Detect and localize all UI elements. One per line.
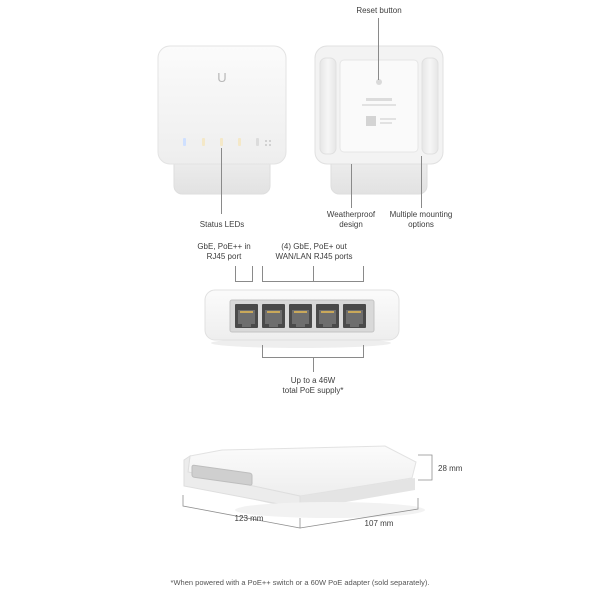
perspective-shadow <box>235 502 425 518</box>
status-led <box>220 138 223 146</box>
status-leds-label: Status LEDs <box>199 220 245 229</box>
rj45-port-socket <box>238 310 255 327</box>
output-ports-line-1: (4) GbE, PoE+ out <box>281 242 347 251</box>
reset-button-hole <box>376 79 382 85</box>
output-ports-label: (4) GbE, PoE+ out WAN/LAN RJ45 ports <box>264 242 364 262</box>
weatherproof-label: Weatherproof design <box>310 210 392 230</box>
poe-bracket-v1 <box>262 345 263 357</box>
status-dot <box>265 144 267 146</box>
reset-leader <box>378 18 379 80</box>
output-bracket-h <box>262 281 364 282</box>
perspective-view-device <box>183 445 425 518</box>
rj45-ports <box>235 304 366 328</box>
status-led <box>183 138 186 146</box>
label-text-block <box>380 118 396 120</box>
output-ports-line-2: WAN/LAN RJ45 ports <box>275 252 353 261</box>
rj45-port-pins <box>321 311 334 313</box>
port-view-device <box>204 289 400 348</box>
mount-rail-left <box>319 57 337 155</box>
poe-bracket-stem <box>313 357 314 372</box>
mounting-leader <box>421 156 422 208</box>
back-view-device <box>314 45 444 195</box>
status-led-row <box>183 138 271 146</box>
height-guide <box>418 454 433 481</box>
status-dot <box>269 144 271 146</box>
input-bracket-v2 <box>252 266 253 281</box>
front-face <box>157 45 287 165</box>
poe-bracket-v2 <box>363 345 364 357</box>
weatherproof-line-1: Weatherproof <box>326 210 376 219</box>
rj45-port-socket <box>292 310 309 327</box>
input-bracket-h <box>235 281 253 282</box>
status-leds-leader <box>221 148 222 214</box>
weatherproof-leader <box>351 164 352 208</box>
input-port-line-2: RJ45 port <box>206 252 242 261</box>
rj45-port-pins <box>267 311 280 313</box>
rj45-port-socket <box>265 310 282 327</box>
poe-budget-label: Up to a 46W total PoE supply* <box>263 376 363 396</box>
mounting-label: Multiple mounting options <box>379 210 463 230</box>
poe-budget-line-2: total PoE supply* <box>282 386 344 395</box>
output-bracket-v2 <box>363 266 364 281</box>
perspective-side <box>183 454 301 509</box>
status-dot <box>265 140 267 142</box>
poe-budget-line-1: Up to a 46W <box>290 376 336 385</box>
status-led <box>256 138 259 146</box>
rj45-port-pins <box>240 311 253 313</box>
output-bracket-v1 <box>262 266 263 281</box>
status-led <box>238 138 241 146</box>
rj45-port-pins <box>348 311 361 313</box>
rj45-port <box>262 304 285 328</box>
label-text-block <box>380 122 392 124</box>
rj45-port <box>316 304 339 328</box>
brand-logo: U <box>217 70 226 85</box>
rj45-port <box>235 304 258 328</box>
input-bracket-v1 <box>235 266 236 281</box>
rj45-port-pins <box>294 311 307 313</box>
status-dot <box>269 140 271 142</box>
input-port-label: GbE, PoE++ in RJ45 port <box>184 242 264 262</box>
rj45-port <box>289 304 312 328</box>
mounting-line-2: options <box>408 220 434 229</box>
weatherproof-line-2: design <box>339 220 363 229</box>
status-led <box>202 138 205 146</box>
mount-rail-right <box>421 57 439 155</box>
label-text-block <box>362 104 396 106</box>
input-port-line-1: GbE, PoE++ in <box>197 242 251 251</box>
rj45-port-socket <box>319 310 336 327</box>
height-dimension: 28 mm <box>438 464 463 473</box>
dimension-guides <box>182 454 433 529</box>
depth-guide <box>299 498 419 529</box>
mounting-line-1: Multiple mounting <box>389 210 453 219</box>
depth-dimension: 107 mm <box>364 519 394 528</box>
qr-code <box>366 116 376 126</box>
rj45-port <box>343 304 366 328</box>
width-guide <box>182 495 301 529</box>
reset-button-label: Reset button <box>356 6 402 15</box>
width-dimension: 123 mm <box>234 514 264 523</box>
side-port-opening <box>191 464 253 486</box>
rj45-port-socket <box>346 310 363 327</box>
perspective-bottom <box>184 470 415 510</box>
front-view-device: U <box>157 45 287 195</box>
label-text-block <box>366 98 392 101</box>
footnote: *When powered with a PoE++ switch or a 6… <box>170 578 430 587</box>
output-bracket-stem <box>313 266 314 281</box>
